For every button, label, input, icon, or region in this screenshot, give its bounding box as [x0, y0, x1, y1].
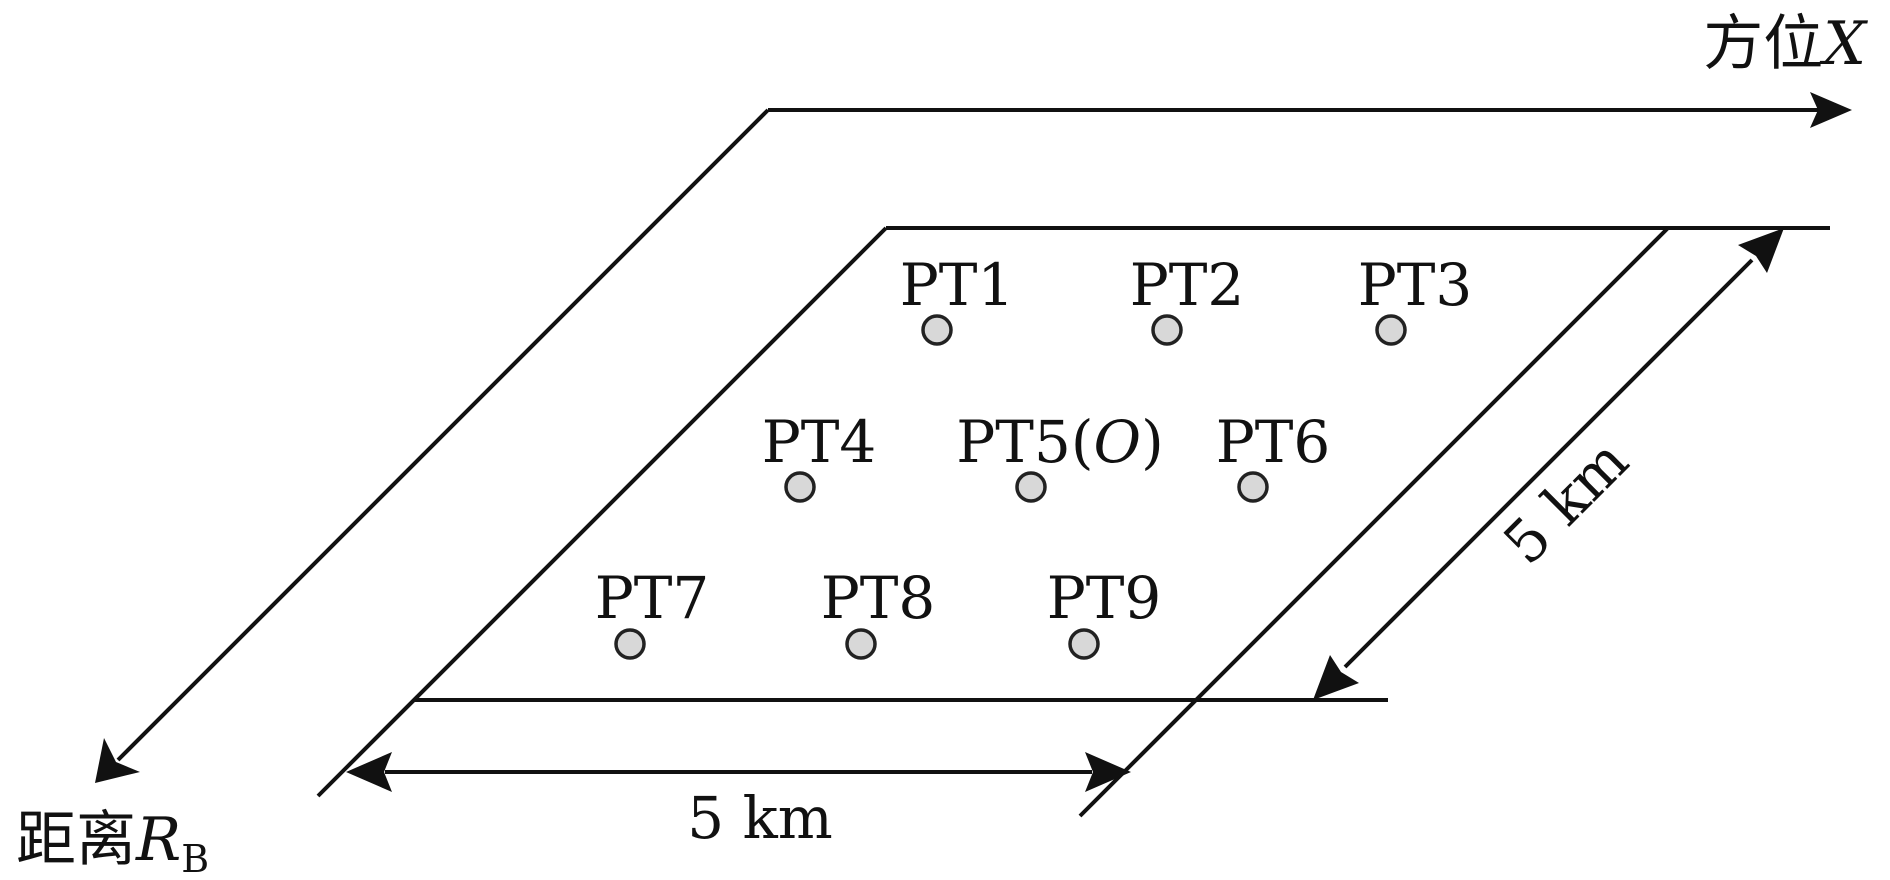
azimuth-arrow-head	[1810, 92, 1852, 128]
origin-symbol: O	[1094, 408, 1142, 476]
range-axis-line	[116, 108, 770, 762]
target-marker-pt5	[1015, 471, 1047, 503]
point-targets: PT1 PT2 PT3 PT4 PT5(O) PT6 PT7 PT8 PT9	[595, 251, 1473, 660]
scene-left-edge	[316, 226, 888, 798]
depth-dimension-line	[1343, 258, 1754, 669]
width-dimension: 5 km	[346, 752, 1131, 852]
target-label-pt9: PT9	[1047, 564, 1162, 632]
range-symbol: R	[135, 805, 181, 875]
pt5-name: PT5	[956, 408, 1071, 476]
target-marker-pt8	[845, 628, 877, 660]
target-marker-pt1	[921, 314, 953, 346]
target-label-pt2: PT2	[1130, 251, 1245, 319]
depth-arrow-down	[1313, 655, 1359, 700]
azimuth-symbol: X	[1819, 9, 1868, 79]
target-marker-pt2	[1151, 314, 1183, 346]
target-label-pt5: PT5(O)	[956, 408, 1163, 476]
scene-area	[316, 226, 1830, 818]
range-arrow-head	[95, 738, 140, 783]
range-axis-label: 距离RB	[16, 805, 209, 880]
target-marker-pt3	[1375, 314, 1407, 346]
target-marker-pt7	[614, 628, 646, 660]
width-dimension-label: 5 km	[687, 784, 832, 852]
target-label-pt6: PT6	[1216, 408, 1331, 476]
target-label-pt7: PT7	[595, 564, 710, 632]
scene-right-edge	[1078, 226, 1670, 818]
target-marker-pt4	[784, 471, 816, 503]
range-subscript: B	[181, 837, 209, 880]
azimuth-axis-label: 方位X	[1703, 9, 1868, 79]
width-arrow-right	[1085, 752, 1131, 792]
target-label-pt1: PT1	[900, 251, 1015, 319]
depth-arrow-up	[1738, 228, 1784, 273]
azimuth-label-text: 方位	[1703, 9, 1823, 79]
depth-dimension-label: 5 km	[1490, 426, 1641, 577]
target-marker-pt9	[1068, 628, 1100, 660]
target-label-pt8: PT8	[821, 564, 936, 632]
target-label-pt3: PT3	[1358, 251, 1473, 319]
target-marker-pt6	[1237, 471, 1269, 503]
range-label-text: 距离	[16, 805, 136, 875]
width-arrow-left	[346, 752, 392, 792]
target-label-pt4: PT4	[762, 408, 877, 476]
coordinate-axes	[95, 92, 1852, 783]
